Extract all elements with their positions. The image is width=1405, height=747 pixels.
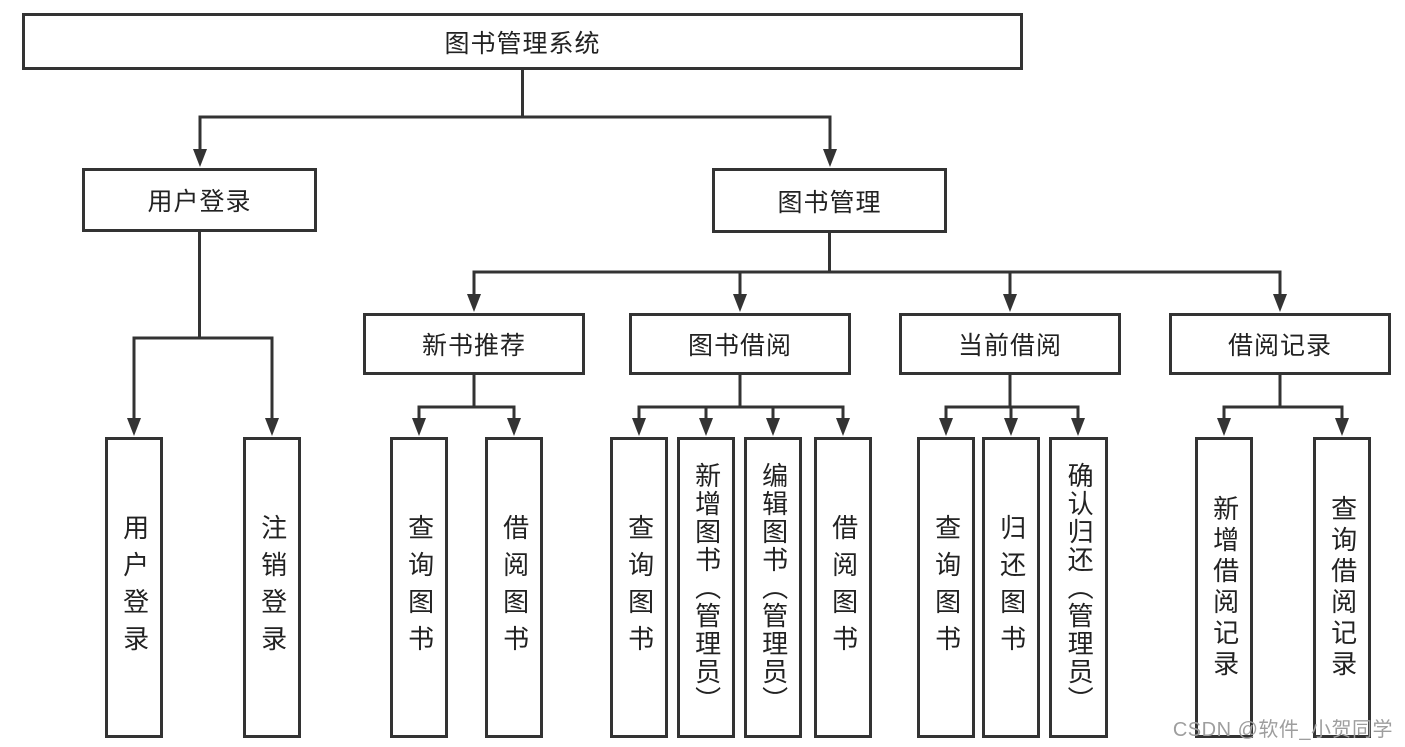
leaf-confirm-return-admin: 确认归还（管理员） bbox=[1049, 437, 1108, 738]
leaf-borrow-book-2: 借阅图书 bbox=[814, 437, 872, 738]
leaf-borrow-book-1: 借阅图书 bbox=[485, 437, 543, 738]
node-label: 用户登录 bbox=[147, 188, 252, 216]
node-label: 确认归还（管理员） bbox=[1064, 461, 1095, 714]
node-borrowing-records: 借阅记录 bbox=[1169, 313, 1391, 375]
node-new-book-recommend: 新书推荐 bbox=[363, 313, 585, 375]
node-label: 注销登录 bbox=[257, 513, 288, 662]
leaf-query-book-3: 查询图书 bbox=[917, 437, 975, 738]
leaf-logout: 注销登录 bbox=[243, 437, 301, 738]
node-root: 图书管理系统 bbox=[22, 13, 1023, 70]
leaf-add-borrow-record: 新增借阅记录 bbox=[1195, 437, 1253, 738]
node-label: 图书借阅 bbox=[687, 332, 792, 360]
node-label: 编辑图书（管理员） bbox=[758, 461, 789, 714]
leaf-edit-book-admin: 编辑图书（管理员） bbox=[744, 437, 802, 738]
node-label: 新增借阅记录 bbox=[1209, 494, 1240, 681]
leaf-return-book: 归还图书 bbox=[982, 437, 1040, 738]
leaf-user-login: 用户登录 bbox=[105, 437, 163, 738]
node-label: 查询图书 bbox=[624, 513, 655, 662]
leaf-query-book-2: 查询图书 bbox=[610, 437, 668, 738]
node-label: 查询借阅记录 bbox=[1327, 494, 1358, 681]
node-label: 借阅记录 bbox=[1227, 332, 1332, 360]
node-label: 图书管理系统 bbox=[444, 29, 601, 58]
leaf-query-borrow-record: 查询借阅记录 bbox=[1313, 437, 1371, 738]
node-user-login: 用户登录 bbox=[82, 168, 317, 232]
node-label: 用户登录 bbox=[119, 513, 150, 662]
node-book-management: 图书管理 bbox=[712, 168, 947, 233]
node-label: 借阅图书 bbox=[499, 513, 530, 662]
node-book-borrowing: 图书借阅 bbox=[629, 313, 851, 375]
node-current-borrowing: 当前借阅 bbox=[899, 313, 1121, 375]
leaf-query-book-1: 查询图书 bbox=[390, 437, 448, 738]
node-label: 借阅图书 bbox=[828, 513, 859, 662]
node-label: 归还图书 bbox=[996, 513, 1027, 662]
node-label: 查询图书 bbox=[931, 513, 962, 662]
leaf-add-book-admin: 新增图书（管理员） bbox=[677, 437, 735, 738]
watermark: CSDN @软件_小贺同学 bbox=[1172, 719, 1393, 741]
node-label: 新增图书（管理员） bbox=[691, 461, 722, 714]
node-label: 图书管理 bbox=[777, 188, 882, 217]
node-label: 查询图书 bbox=[404, 513, 435, 662]
node-label: 当前借阅 bbox=[957, 332, 1062, 360]
node-label: 新书推荐 bbox=[421, 332, 526, 360]
